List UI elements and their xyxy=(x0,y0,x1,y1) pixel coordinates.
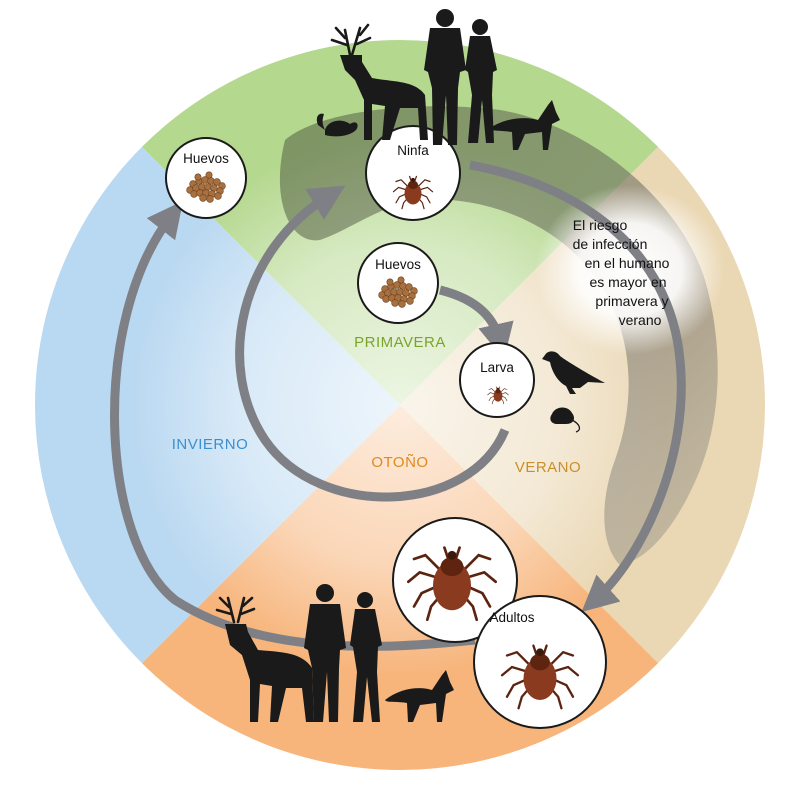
chipmunk-icon xyxy=(316,113,358,137)
season-label-winter: INVIERNO xyxy=(172,436,249,453)
bottom-animals xyxy=(215,584,454,722)
risk-line-4: es mayor en xyxy=(589,274,666,290)
stage-larva: Larva xyxy=(459,342,535,418)
risk-line-2: de infección xyxy=(573,236,648,252)
people-icon xyxy=(424,9,497,145)
deer-icon xyxy=(215,596,314,722)
stage-eggs-top: Huevos xyxy=(165,137,247,219)
risk-line-6: verano xyxy=(619,312,662,328)
arrow-eggs-to-larva xyxy=(438,285,514,360)
risk-line-1: El riesgo xyxy=(573,217,628,233)
risk-line-5: primavera y xyxy=(595,293,668,309)
deer-icon xyxy=(330,23,428,140)
bird-icon xyxy=(542,351,605,394)
stage-label-larva: Larva xyxy=(480,360,514,375)
risk-line-3: en el humano xyxy=(585,255,670,271)
people-icon xyxy=(304,584,382,722)
fox-icon xyxy=(490,100,560,150)
stage-nymph: Ninfa xyxy=(365,125,461,221)
risk-note: El riesgo de infección en el humano es m… xyxy=(573,217,670,328)
arrow-to-nymph xyxy=(235,185,510,502)
stage-label-adults: Adultos xyxy=(489,610,534,625)
stage-label-eggs-top: Huevos xyxy=(183,151,229,166)
season-label-summer: VERANO xyxy=(515,459,581,476)
fox-icon xyxy=(385,670,454,722)
stage-eggs-inner: Huevos xyxy=(357,242,439,324)
season-label-spring: PRIMAVERA xyxy=(354,334,446,351)
stage-label-nymph: Ninfa xyxy=(397,143,429,158)
stage-label-eggs-inner: Huevos xyxy=(375,257,421,272)
stage-adults: Adultos xyxy=(392,517,607,729)
larva-hosts xyxy=(542,351,605,433)
arrow-to-adults xyxy=(469,160,686,612)
mouse-icon xyxy=(550,407,581,433)
season-label-autumn: OTOÑO xyxy=(371,454,428,471)
top-animals xyxy=(316,9,560,150)
